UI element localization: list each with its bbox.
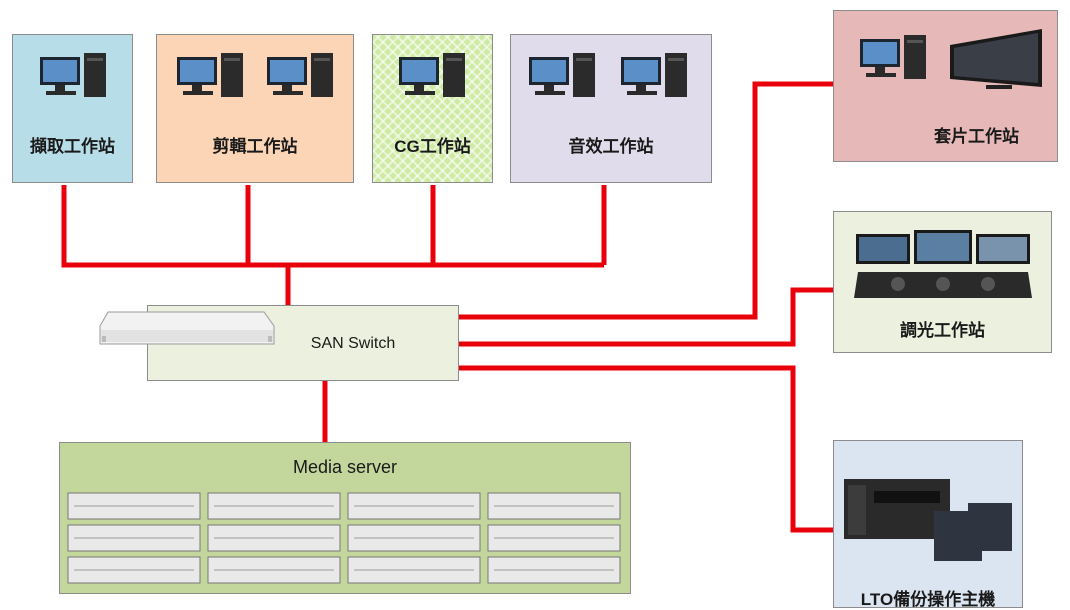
lto-tape-icon <box>934 503 1012 561</box>
server-rack-icon <box>67 492 621 584</box>
wire-capture <box>61 185 604 268</box>
wire-finishing <box>459 81 833 320</box>
wire-grading <box>459 287 833 347</box>
desktop-computer-icon <box>529 53 595 97</box>
node-finishing-workstation: 套片工作站 <box>833 10 1058 162</box>
desktop-computer-icon <box>40 53 106 97</box>
node-label: 調光工作站 <box>900 321 985 340</box>
node-label: CG工作站 <box>394 137 471 156</box>
node-capture-workstation: 擷取工作站 <box>12 34 133 183</box>
lto-drive-icon <box>844 479 950 539</box>
node-grading-workstation: 調光工作站 <box>833 211 1052 353</box>
node-label: 套片工作站 <box>934 127 1019 146</box>
desktop-computer-icon <box>860 35 926 79</box>
desktop-computer-icon <box>621 53 687 97</box>
node-label: 音效工作站 <box>568 137 654 156</box>
node-label: Media server <box>292 457 398 477</box>
node-cg-workstation: CG工作站 <box>372 34 493 183</box>
node-label: 擷取工作站 <box>30 137 115 156</box>
desktop-computer-icon <box>177 53 243 97</box>
san-switch-device-icon <box>99 311 275 345</box>
tv-monitor-icon <box>950 29 1042 89</box>
node-label: 剪輯工作站 <box>212 137 298 156</box>
grading-console-icon <box>854 230 1032 298</box>
node-label: LTO備份操作主機 <box>860 590 996 609</box>
wire-lto <box>459 365 833 533</box>
desktop-computer-icon <box>399 53 465 97</box>
node-audio-workstation: 音效工作站 <box>510 34 712 183</box>
node-media-server: Media server <box>59 442 631 594</box>
desktop-computer-icon <box>267 53 333 97</box>
node-label: SAN Switch <box>310 335 396 352</box>
node-lto-backup-host: LTO備份操作主機 <box>833 440 1023 609</box>
node-edit-workstation: 剪輯工作站 <box>156 34 354 183</box>
